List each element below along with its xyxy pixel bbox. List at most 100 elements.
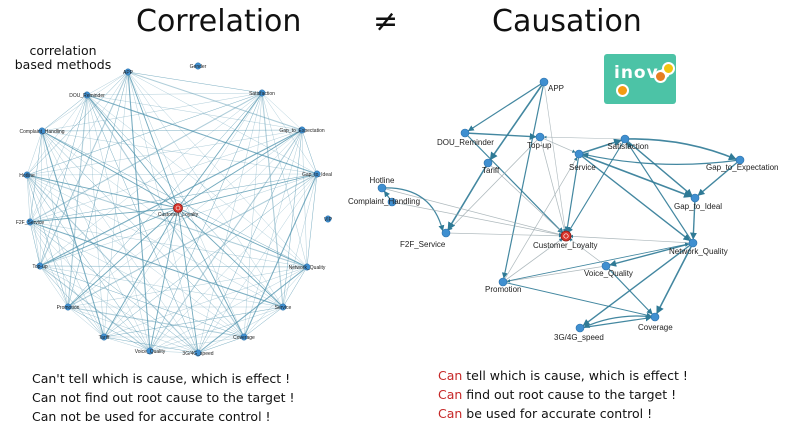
node-circle xyxy=(535,132,545,142)
correlation-edge xyxy=(127,71,308,268)
node-circle xyxy=(690,193,700,203)
correlation-edge xyxy=(261,92,318,175)
correlation-edge xyxy=(67,173,318,308)
correlation-edge xyxy=(39,129,303,267)
target-ring xyxy=(563,233,569,239)
note-text: be used for accurate control ! xyxy=(462,406,653,421)
node-gap-to-ideal: Gap_to_Ideal xyxy=(674,193,722,211)
correlation-edge xyxy=(86,71,129,96)
causal-edge xyxy=(381,187,563,236)
correlation-edge xyxy=(29,94,88,223)
causal-edge xyxy=(539,136,566,233)
correlation-edge xyxy=(177,173,318,209)
correlation-edge xyxy=(149,92,263,352)
node-label: Satisfaction xyxy=(249,91,275,97)
causal-edge xyxy=(381,187,445,232)
node-circle xyxy=(498,277,508,287)
node-circle xyxy=(100,333,108,341)
causal-edge xyxy=(506,265,607,283)
node-label: Complaint_Handling xyxy=(348,197,420,206)
can-highlight: Can xyxy=(438,406,463,421)
correlation-edge xyxy=(26,92,263,176)
correlation-edge xyxy=(29,221,284,308)
correlation-edge xyxy=(243,306,284,338)
causal-edge xyxy=(501,81,545,279)
node-network-quality: Network_Quality xyxy=(669,238,728,256)
target-ring xyxy=(175,205,181,211)
correlation-edge xyxy=(177,207,308,268)
target-node: Customer_Loyalty xyxy=(158,203,199,218)
correlation-edge xyxy=(39,265,151,352)
correlation-edge xyxy=(177,129,303,209)
correlation-edge xyxy=(29,221,69,308)
correlation-edge xyxy=(29,221,105,338)
node-service: Service xyxy=(275,303,292,311)
correlation-edge xyxy=(26,174,245,338)
node-circle xyxy=(574,149,584,159)
can-highlight: Can xyxy=(438,387,463,402)
causal-edge xyxy=(582,242,694,327)
correlation-edge xyxy=(29,221,41,267)
node-circle xyxy=(23,171,31,179)
node-circle xyxy=(194,349,202,357)
correlation-edge xyxy=(261,92,284,308)
node-app: APP xyxy=(123,68,134,76)
correlation-edge xyxy=(149,173,318,352)
correlation-edge xyxy=(39,92,263,267)
correlation-edges xyxy=(26,71,318,354)
node-service: Service xyxy=(569,149,596,172)
causal-edge xyxy=(467,81,545,132)
correlation-edge xyxy=(177,207,199,354)
correlation-edge xyxy=(41,130,105,338)
node-3g-4g-speed: 3G/4G_speed xyxy=(554,323,604,342)
correlation-edge xyxy=(243,129,303,338)
correlation-edge xyxy=(26,174,105,338)
node-f2f-service: F2F_Service xyxy=(400,228,451,249)
target-node: Customer_Loyalty xyxy=(533,230,597,250)
causal-edge xyxy=(502,157,578,283)
correlation-edge xyxy=(86,92,263,96)
correlation-edge xyxy=(67,92,263,308)
correlation-edge xyxy=(149,207,179,352)
node-voice-quality: Voice_Quality xyxy=(135,347,166,355)
node-coverage: Coverage xyxy=(233,333,255,341)
node-coverage: Coverage xyxy=(638,312,673,332)
correlation-edge xyxy=(243,173,318,338)
node-circle xyxy=(735,155,745,165)
correlation-edge xyxy=(127,71,179,209)
correlation-edge xyxy=(306,173,318,268)
correlation-edge xyxy=(29,173,318,223)
node-gap-to-expectation: Gap_to_Expectation xyxy=(279,126,325,134)
correlation-edge xyxy=(197,266,308,354)
node-hotline: Hotline xyxy=(370,176,395,193)
correlation-edge xyxy=(41,129,303,132)
correlation-edge xyxy=(39,265,308,268)
node-label: Gap_to_Expectation xyxy=(279,128,325,134)
node-label: Coverage xyxy=(233,335,255,341)
correlation-edge xyxy=(26,174,179,209)
causal-edge xyxy=(564,153,580,233)
correlation-edge xyxy=(41,130,318,175)
correlation-edge xyxy=(41,130,284,308)
node-circle xyxy=(38,127,46,135)
node-circle xyxy=(313,170,321,178)
correlation-edge xyxy=(282,266,308,308)
correlation-edge xyxy=(26,173,318,176)
node-circle xyxy=(124,68,132,76)
left-note: Can't tell which is cause, which is effe… xyxy=(32,371,291,386)
left-subtitle: correlation based methods xyxy=(8,44,118,72)
node-label: Coverage xyxy=(638,323,673,332)
correlation-edge xyxy=(127,71,199,354)
correlation-edge xyxy=(86,94,199,354)
correlation-edge xyxy=(67,71,129,308)
target-label: Customer_Loyalty xyxy=(533,241,597,250)
causal-edge xyxy=(447,162,489,231)
correlation-edge xyxy=(127,71,318,175)
right-note: Can find out root cause to the target ! xyxy=(438,385,688,404)
correlation-edge xyxy=(41,130,151,352)
correlation-edge xyxy=(26,94,88,176)
node-complaint-handling: Complaint_Handling xyxy=(348,197,420,207)
can-highlight: Can xyxy=(438,368,463,383)
node-label: DOU_Reminder xyxy=(437,138,494,147)
